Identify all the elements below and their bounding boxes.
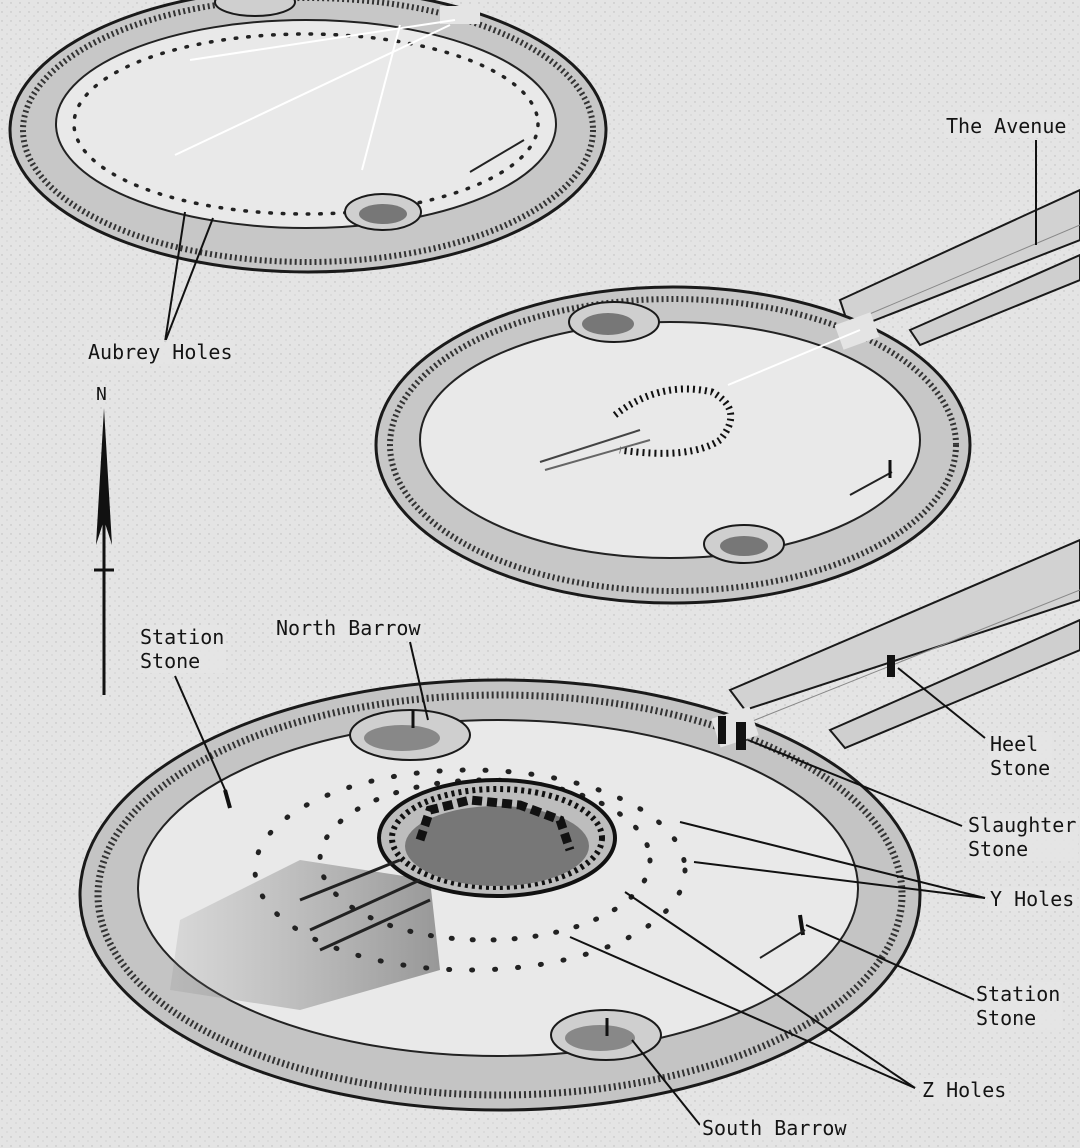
phase-1-enclosure — [8, 0, 608, 274]
leader-lines — [164, 140, 1037, 1126]
label-station-stone-left: Station Stone — [138, 625, 227, 673]
label-y-holes: Y Holes — [988, 887, 1077, 911]
label-aubrey-holes: Aubrey Holes — [86, 340, 235, 364]
label-the-avenue: The Avenue — [944, 114, 1069, 138]
phase-3-enclosure — [78, 538, 1080, 1112]
label-z-holes: Z Holes — [920, 1078, 1009, 1102]
label-station-stone-right: Station Stone — [974, 982, 1063, 1030]
phase-2-enclosure — [374, 188, 1080, 605]
label-north: N — [96, 384, 107, 405]
north-arrow-icon — [94, 408, 114, 695]
label-south-barrow: South Barrow — [700, 1116, 849, 1140]
label-heel-stone: Heel Stone — [988, 732, 1053, 780]
label-slaughter-stone: Slaughter Stone — [966, 813, 1079, 861]
label-north-barrow: North Barrow — [274, 616, 423, 640]
